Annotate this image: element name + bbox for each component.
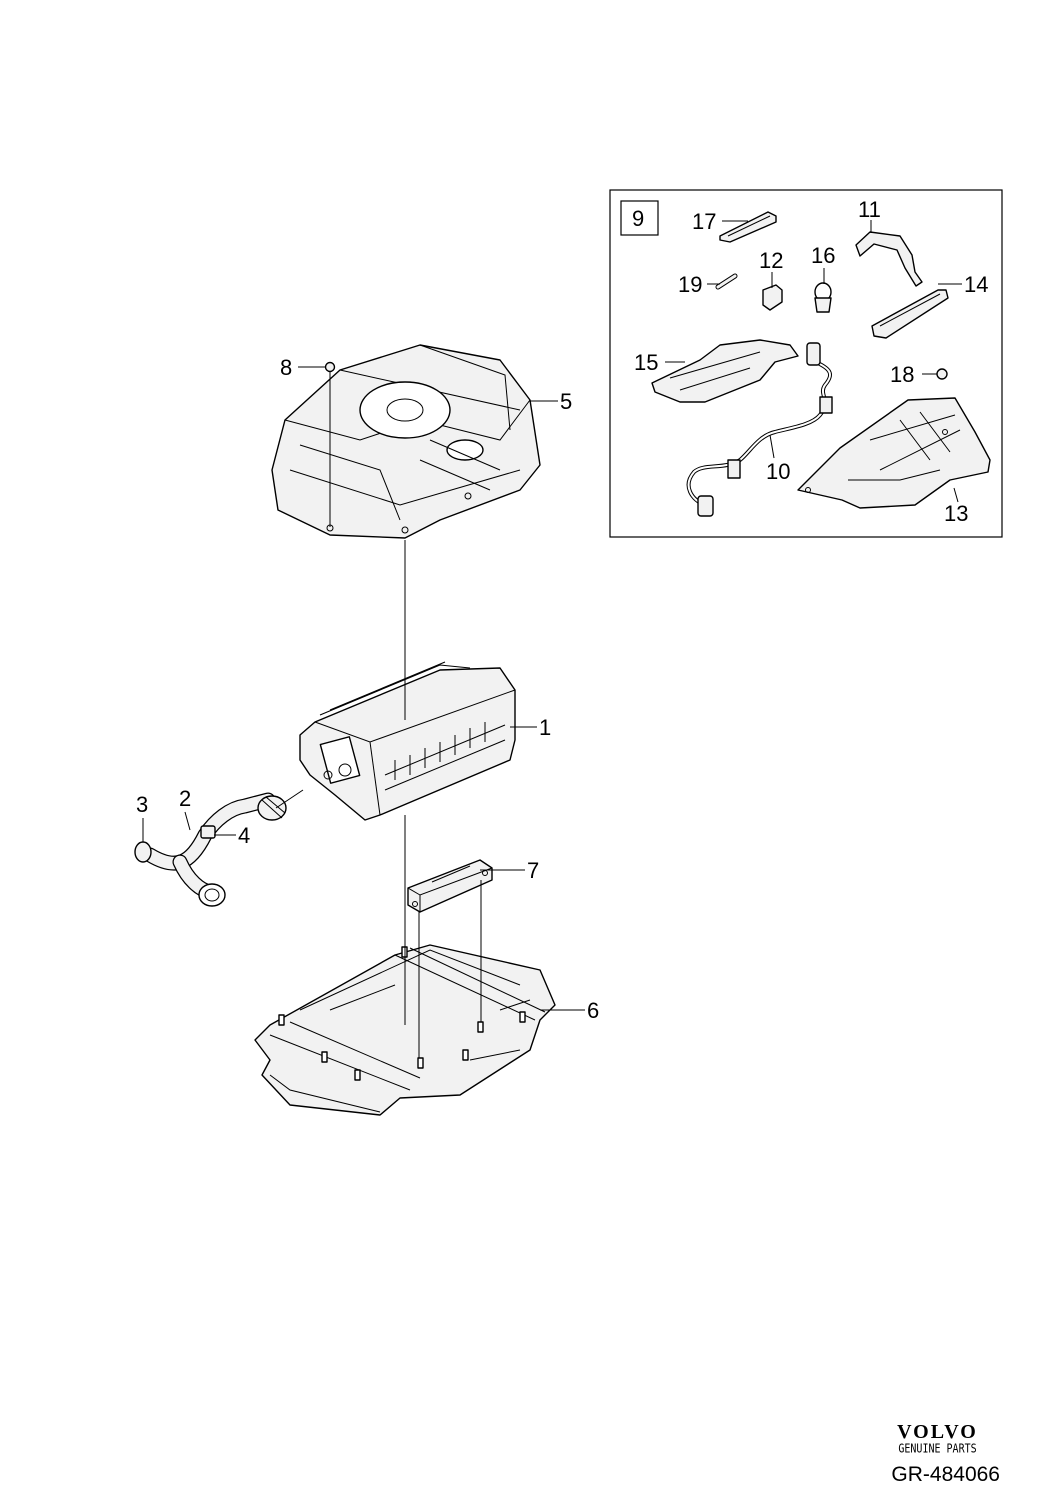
part-16-grommet[interactable] bbox=[814, 282, 832, 313]
part-13-tray[interactable] bbox=[797, 397, 991, 509]
main-leader-lines bbox=[142, 366, 585, 1058]
drawing-number: GR-484066 bbox=[891, 1463, 1000, 1486]
callout-8: 8 bbox=[280, 355, 292, 380]
callout-1: 1 bbox=[539, 715, 551, 740]
part-2-coolant-hose[interactable] bbox=[142, 792, 287, 907]
callout-17: 17 bbox=[692, 209, 716, 234]
part-18-nut[interactable] bbox=[936, 368, 948, 380]
callout-5: 5 bbox=[560, 389, 572, 414]
part-5-battery-cover[interactable] bbox=[271, 344, 541, 539]
callout-10: 10 bbox=[766, 459, 790, 484]
volvo-logo: VOLVO bbox=[897, 1421, 978, 1443]
callout-14: 14 bbox=[964, 272, 988, 297]
part-3-hose-clamp[interactable] bbox=[134, 841, 152, 863]
callout-13: 13 bbox=[944, 501, 968, 526]
callout-11: 11 bbox=[858, 197, 881, 222]
callout-19: 19 bbox=[678, 272, 702, 297]
part-12-clip[interactable] bbox=[762, 284, 783, 311]
part-1-battery-module[interactable] bbox=[299, 661, 516, 821]
callout-6: 6 bbox=[587, 998, 599, 1023]
part-19-pin[interactable] bbox=[715, 273, 738, 290]
part-10-wiring-harness[interactable] bbox=[686, 342, 833, 517]
main-callouts: 8 5 1 3 2 4 7 6 bbox=[136, 355, 599, 1023]
part-11-strap[interactable] bbox=[855, 231, 923, 287]
kit-9-label-box bbox=[620, 200, 659, 236]
part-6-carrier-tray[interactable] bbox=[254, 944, 556, 1116]
part-17-rail[interactable] bbox=[719, 211, 777, 243]
callout-3: 3 bbox=[136, 792, 148, 817]
callout-15: 15 bbox=[634, 350, 658, 375]
kit-callouts: 17 11 12 16 19 14 15 18 10 13 bbox=[634, 197, 988, 526]
genuine-parts-tagline: GENUINE PARTS bbox=[898, 1442, 977, 1457]
callout-7: 7 bbox=[527, 858, 539, 883]
callout-4: 4 bbox=[238, 823, 250, 848]
callout-12: 12 bbox=[759, 248, 783, 273]
part-15-plate[interactable] bbox=[651, 339, 799, 403]
kit-leader-lines bbox=[665, 220, 962, 503]
callout-16: 16 bbox=[811, 243, 835, 268]
part-14-bracket[interactable] bbox=[871, 289, 949, 339]
part-8-nut[interactable] bbox=[324, 361, 336, 373]
part-7-bracket[interactable] bbox=[407, 859, 493, 913]
part-4-clip[interactable] bbox=[200, 825, 216, 839]
callout-18: 18 bbox=[890, 362, 914, 387]
callout-2: 2 bbox=[179, 786, 191, 811]
callout-9: 9 bbox=[632, 206, 644, 231]
